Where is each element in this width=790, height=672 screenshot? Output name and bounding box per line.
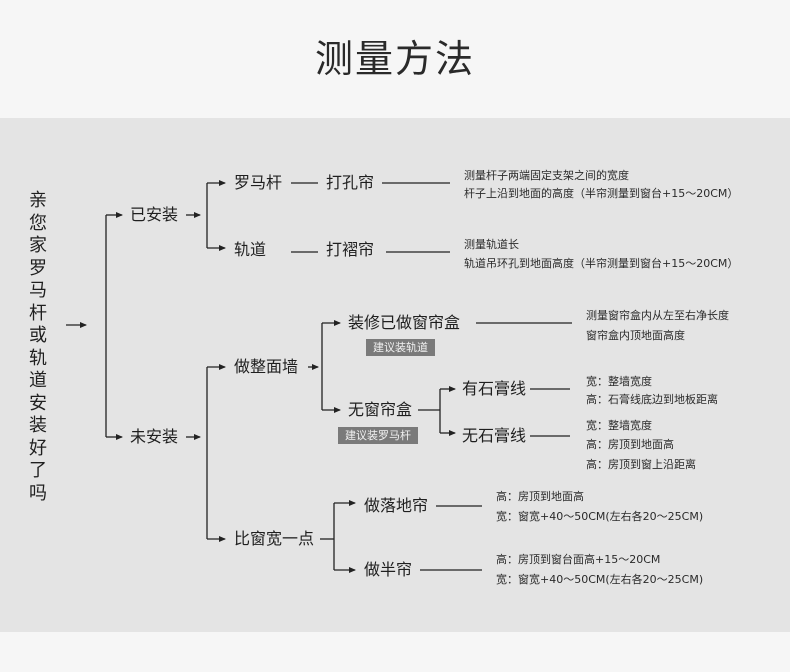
note-track-1: 测量轨道长 [464, 238, 519, 251]
note-half-length-2: 宽：窗宽+40～50CM(左右各20～25CM) [496, 573, 704, 586]
node-grommet-curtain: 打孔帘 [326, 173, 375, 192]
diagram-panel [0, 118, 790, 632]
note-with-box-2: 窗帘盒内顶地面高度 [586, 329, 685, 342]
page-title: 测量方法 [314, 37, 475, 81]
node-without-plaster-line: 无石膏线 [462, 426, 527, 445]
note-roman-rod-1: 测量杆子两端固定支架之间的宽度 [464, 169, 629, 182]
node-track: 轨道 [234, 240, 267, 259]
note-floor-length-1: 高：房顶到地面高 [496, 490, 584, 503]
note-without-plaster-1: 宽：整墙宽度 [586, 419, 652, 432]
node-half-length: 做半帘 [364, 560, 413, 579]
node-no-curtain-box: 无窗帘盒 [348, 400, 413, 419]
note-with-box-1: 测量窗帘盒内从左至右净长度 [586, 309, 729, 322]
note-track-2: 轨道吊环孔到地面高度（半帘测量到窗台+15～20CM） [464, 257, 739, 270]
root-question: 亲您家罗马杆或轨道安装好了吗 [29, 190, 47, 504]
node-not-installed: 未安装 [130, 427, 179, 446]
node-installed: 已安装 [130, 205, 179, 224]
node-pleated-curtain: 打褶帘 [326, 240, 375, 259]
badge-recommend-roman-rod: 建议装罗马杆 [338, 427, 418, 444]
node-flush-wall: 做整面墙 [234, 357, 299, 376]
node-floor-length: 做落地帘 [364, 496, 429, 515]
node-roman-rod: 罗马杆 [234, 173, 283, 192]
note-with-plaster-1: 宽：整墙宽度 [586, 375, 652, 388]
note-without-plaster-2: 高：房顶到地面高 [586, 438, 674, 451]
badge-recommend-track: 建议装轨道 [366, 339, 435, 356]
note-with-plaster-2: 高：石膏线底边到地板距离 [586, 393, 718, 406]
node-wider-than-window: 比窗宽一点 [234, 529, 315, 548]
note-without-plaster-3: 高：房顶到窗上沿距离 [586, 458, 696, 471]
node-with-plaster-line: 有石膏线 [462, 379, 527, 398]
note-half-length-1: 高：房顶到窗台面高+15～20CM [496, 553, 661, 566]
note-floor-length-2: 宽：窗宽+40～50CM(左右各20～25CM) [496, 510, 704, 523]
note-roman-rod-2: 杆子上沿到地面的高度（半帘测量到窗台+15～20CM） [464, 187, 739, 200]
node-with-curtain-box: 装修已做窗帘盒 [348, 313, 461, 332]
